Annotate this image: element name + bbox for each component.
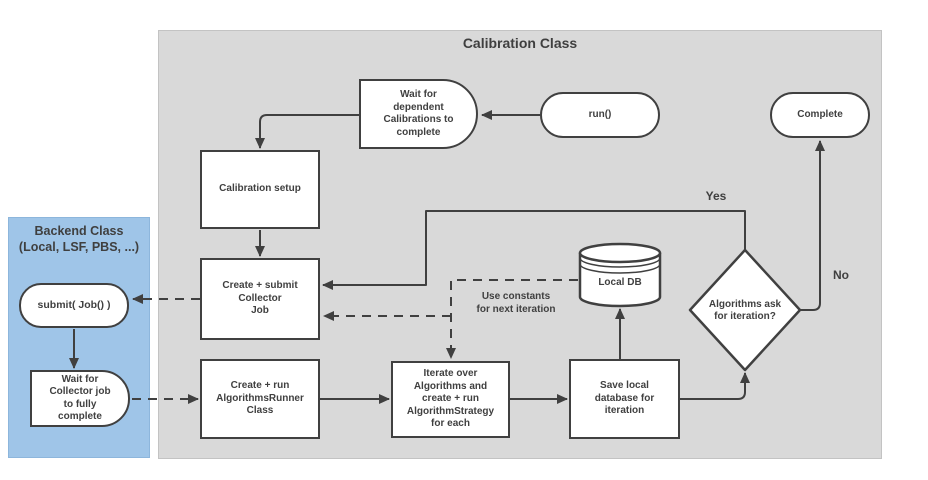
node-calibration-setup: Calibration setup (200, 150, 320, 229)
backend-class-title: Backend Class (Local, LSF, PBS, ...) (18, 224, 140, 255)
decision-label: Algorithms ask for iteration? (708, 298, 782, 323)
edge-local-db-to-iterate-dashed (446, 279, 578, 359)
node-save-local-database: Save local database for iteration (569, 359, 680, 439)
local-db-cylinder (578, 242, 662, 308)
node-create-run-algorithmsrunner: Create + run AlgorithmsRunner Class (200, 359, 320, 439)
node-create-submit-collector-job: Create + submit Collector Job (200, 258, 320, 340)
edge-decision-no-to-complete (800, 140, 825, 311)
edge-label-use-constants: Use constants for next iteration (476, 291, 556, 315)
node-iterate-algorithms: Iterate over Algorithms and create + run… (391, 361, 510, 438)
local-db-label: Local DB (598, 276, 642, 288)
edge-label-no: No (833, 268, 849, 282)
edge-decision-yes-to-create-submit (322, 210, 746, 290)
node-run: run() (540, 92, 660, 138)
calibration-class-title: Calibration Class (462, 35, 578, 51)
node-submit-job: submit( Job() ) (19, 283, 129, 328)
node-wait-collector-job: Wait for Collector job to fully complete (30, 370, 130, 427)
edge-label-yes: Yes (705, 189, 727, 203)
edge-save-local-to-decision (680, 372, 750, 400)
node-complete: Complete (770, 92, 870, 138)
node-wait-dependent-calibrations: Wait for dependent Calibrations to compl… (359, 79, 478, 149)
edge-wait-dependent-to-calibration-setup (255, 114, 359, 149)
decision-diamond (688, 248, 802, 372)
